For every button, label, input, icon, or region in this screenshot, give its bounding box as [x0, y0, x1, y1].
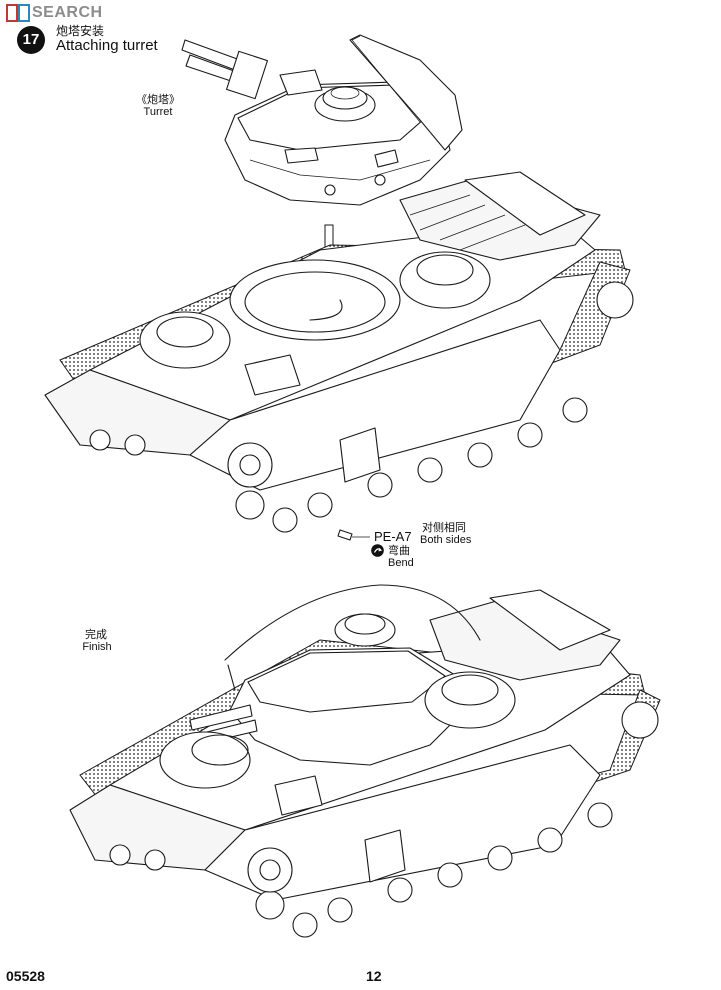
road-wheels-bottom [109, 802, 613, 938]
watermark-text: SEARCH [32, 4, 103, 21]
step-title-en: Attaching turret [56, 37, 158, 54]
page-number: 12 [366, 968, 382, 984]
kit-number: 05528 [6, 968, 45, 984]
finished-tank-drawing [69, 584, 661, 938]
bend-arrow-icon [371, 544, 384, 557]
step-number-badge-icon [17, 26, 45, 54]
turret-drawing [181, 34, 463, 206]
turret-label-cn: 《炮塔》 [136, 93, 180, 106]
pe-part-code: PE-A7 [374, 529, 412, 544]
turret-label-en: Turret [143, 106, 173, 118]
step-title-cn: 炮塔安装 [56, 24, 105, 38]
finish-label-en: Finish [82, 641, 112, 653]
both-sides-cn: 对侧相同 [422, 521, 466, 534]
watermark: SEARCH [6, 2, 103, 24]
finish-label-cn: 完成 [85, 628, 107, 641]
bend-label-cn: 弯曲 [388, 544, 410, 557]
road-wheels-top [89, 397, 588, 533]
both-sides-en: Both sides [420, 534, 472, 546]
watermark-logo-icon [6, 4, 30, 22]
step-number: 17 [22, 31, 40, 48]
bend-label-en: Bend [388, 557, 414, 569]
bend-callout: 弯曲 Bend [371, 544, 414, 570]
hull-drawing-top [44, 171, 634, 541]
